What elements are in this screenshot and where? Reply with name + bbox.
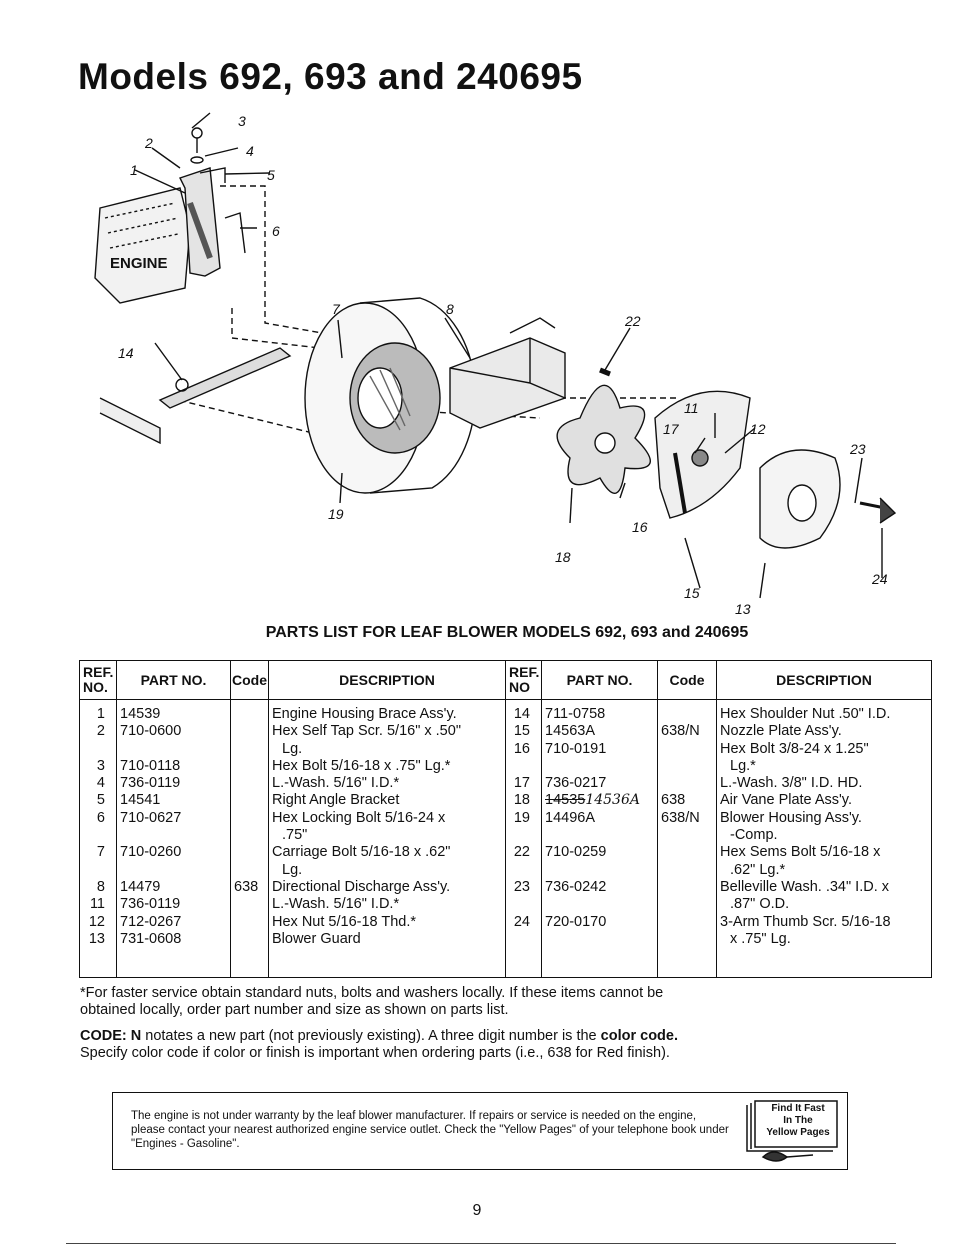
engine-label: ENGINE [110, 255, 168, 272]
parts-table: REF.NO. PART NO. Code DESCRIPTION REF.NO… [79, 660, 932, 978]
callout-23: 23 [849, 441, 866, 457]
callout-1: 1 [130, 162, 138, 178]
yellow-pages-line-1: Find It Fast [771, 1103, 825, 1114]
callout-24: 24 [871, 571, 888, 587]
engine-warranty-box: The engine is not under warranty by the … [112, 1092, 848, 1170]
header-code: Code [230, 660, 269, 700]
exploded-parts-diagram: ENGINE 1 2 3 4 5 6 7 8 11 12 13 14 15 16… [94, 112, 897, 617]
page-title: Models 692, 693 and 240695 [78, 56, 583, 97]
yellow-pages-line-3: Yellow Pages [766, 1127, 830, 1138]
faster-service-note: *For faster service obtain standard nuts… [80, 985, 664, 1018]
callout-2: 2 [144, 135, 153, 151]
callout-3: 3 [238, 113, 246, 129]
page-number: 9 [472, 1202, 482, 1219]
callout-8: 8 [446, 301, 454, 317]
callout-15: 15 [684, 585, 700, 601]
yellow-pages-logo: Find It Fast In The Yellow Pages [743, 1099, 841, 1165]
callout-14: 14 [118, 345, 134, 361]
callout-5: 5 [267, 167, 275, 183]
header-part-no-2: PART NO. [541, 660, 658, 700]
callout-13: 13 [735, 601, 751, 617]
notes-section: *For faster service obtain standard nuts… [80, 985, 700, 1071]
header-part-no: PART NO. [116, 660, 231, 700]
header-ref-no-2: REF.NO [505, 660, 542, 700]
parts-list-heading: PARTS LIST FOR LEAF BLOWER MODELS 692, 6… [265, 624, 749, 641]
header-ref-no: REF.NO. [79, 660, 117, 700]
callout-18: 18 [555, 549, 571, 565]
left-code-column: 638 [230, 699, 269, 978]
header-code-2: Code [657, 660, 717, 700]
header-description: DESCRIPTION [268, 660, 506, 700]
code-note: CODE: N notates a new part (not previous… [80, 1028, 679, 1061]
right-description-column: Hex Shoulder Nut .50" I.D.Nozzle Plate A… [716, 699, 932, 978]
callout-11: 11 [684, 400, 699, 416]
footer-rule [66, 1243, 896, 1244]
left-description-column: Engine Housing Brace Ass'y.Hex Self Tap … [268, 699, 506, 978]
callout-17: 17 [663, 421, 680, 437]
header-description-2: DESCRIPTION [716, 660, 932, 700]
callout-22: 22 [624, 313, 641, 329]
callout-19: 19 [328, 506, 344, 522]
part-18-corrected: 1453514536A [545, 792, 640, 809]
callout-4: 4 [246, 143, 254, 159]
warranty-text: The engine is not under warranty by the … [131, 1110, 729, 1150]
callout-6: 6 [272, 223, 280, 239]
callout-16: 16 [632, 519, 648, 535]
callout-7: 7 [332, 301, 341, 317]
yellow-pages-book-icon [746, 1100, 838, 1162]
callout-12: 12 [750, 421, 766, 437]
yellow-pages-line-2: In The [783, 1115, 813, 1126]
